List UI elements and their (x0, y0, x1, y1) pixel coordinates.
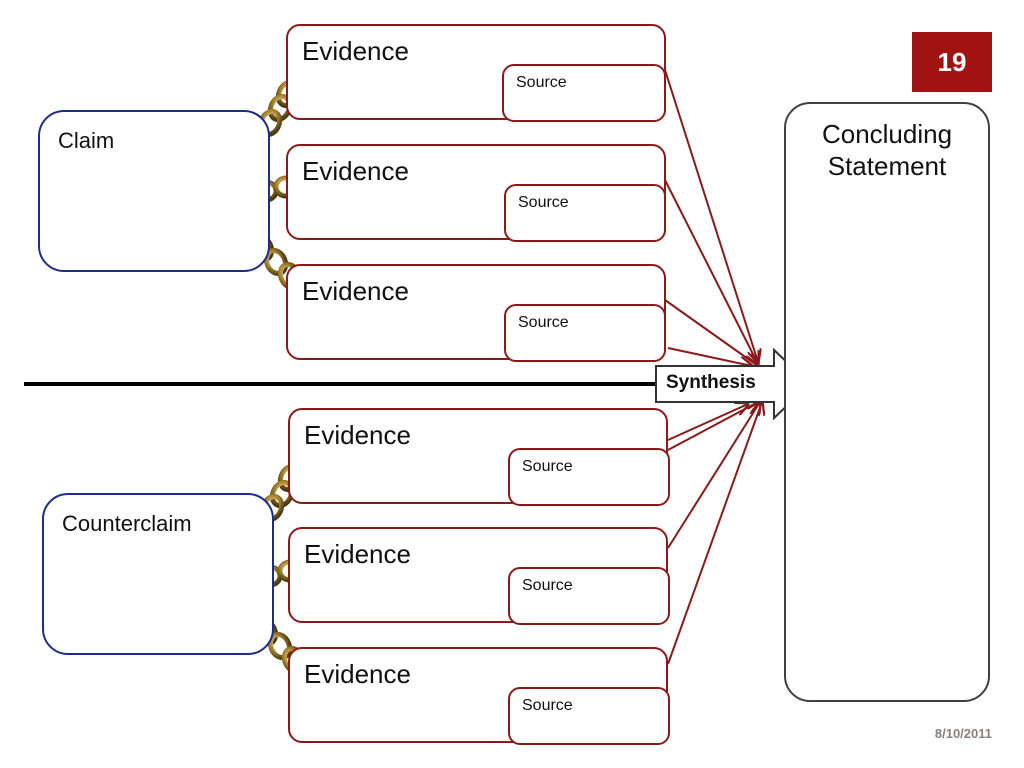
source-label: Source (522, 697, 573, 714)
evidence-label: Evidence (304, 539, 411, 569)
evidence-arrows (664, 69, 762, 665)
evidence-box: Evidence Source (286, 144, 666, 242)
source-box: Source (508, 448, 670, 506)
source-box: Source (502, 64, 666, 122)
evidence-label: Evidence (304, 420, 411, 450)
source-label: Source (518, 314, 569, 331)
synthesis-label: Synthesis (666, 372, 756, 393)
source-label: Source (518, 194, 569, 211)
source-box: Source (504, 184, 666, 242)
slide-date: 8/10/2011 (934, 726, 992, 741)
claim-label: Claim (58, 128, 115, 153)
source-label: Source (522, 577, 573, 594)
source-label: Source (522, 458, 573, 475)
evidence-box: Evidence Source (286, 264, 666, 362)
concluding-statement-label: Concluding Statement (821, 119, 953, 181)
evidence-label: Evidence (302, 156, 409, 186)
slide-number: 19 (912, 32, 992, 92)
counterclaim-box: Counterclaim (42, 493, 274, 655)
evidence-label: Evidence (302, 276, 409, 306)
source-box: Source (508, 687, 670, 745)
evidence-label: Evidence (302, 36, 409, 66)
claim-box: Claim (38, 110, 270, 272)
source-box: Source (504, 304, 666, 362)
evidence-box: Evidence Source (288, 647, 670, 745)
evidence-label: Evidence (304, 659, 411, 689)
counterclaim-label: Counterclaim (62, 511, 192, 536)
source-label: Source (516, 74, 567, 91)
source-box: Source (508, 567, 670, 625)
evidence-box: Evidence Source (288, 408, 670, 506)
evidence-box: Evidence Source (286, 24, 666, 122)
evidence-box: Evidence Source (288, 527, 670, 625)
concluding-statement-box: Concluding Statement (784, 102, 990, 702)
